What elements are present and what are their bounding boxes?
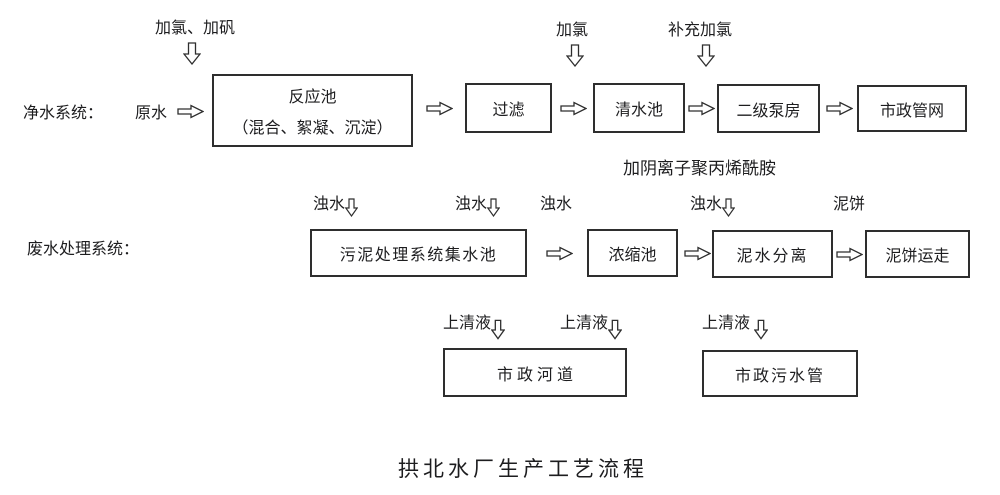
dosing-label-chlorine: 加氯 <box>556 22 589 39</box>
turbid-water-label: 浊水 <box>455 196 488 213</box>
sludge-collection-label: 污泥处理系统集水池 <box>339 247 498 264</box>
supernatant-label: 上清液 <box>443 315 492 332</box>
down-arrow-icon <box>183 42 201 65</box>
right-arrow-icon <box>688 101 715 116</box>
right-arrow-icon <box>836 247 863 262</box>
dosing-label-supplemental-chlorine: 补充加氯 <box>668 22 733 39</box>
municipal-river-box: 市 政 河 道 <box>443 348 627 397</box>
turbid-water-stream: 浊水 <box>540 196 572 214</box>
down-arrow-small-icon <box>491 319 506 340</box>
clearwell-box: 清水池 <box>593 83 685 133</box>
right-arrow-icon <box>177 104 204 119</box>
sludge-cake-label: 泥饼 <box>833 196 866 213</box>
clearwell-label: 清水池 <box>614 102 663 119</box>
supernatant-stream: 上清液 <box>443 315 506 340</box>
down-arrow-icon <box>697 44 715 67</box>
down-arrow-small-icon <box>487 198 501 217</box>
sludge-cake-stream: 泥饼 <box>833 196 865 214</box>
turbid-water-label: 浊水 <box>540 196 573 213</box>
down-arrow-small-icon <box>345 198 359 217</box>
municipal-network-label: 市政管网 <box>879 102 944 120</box>
reaction-tank-box: 反应池 （混合、絮凝、沉淀） <box>212 74 413 147</box>
turbid-water-stream: 浊水 <box>313 196 359 217</box>
turbid-water-label: 浊水 <box>313 196 346 213</box>
thickener-label: 浓缩池 <box>608 247 657 264</box>
right-arrow-icon <box>684 246 711 261</box>
cake-removal-label: 泥饼运走 <box>885 248 950 265</box>
pump-station-box: 二级泵房 <box>717 84 820 133</box>
reaction-tank-subtitle: （混合、絮凝、沉淀） <box>232 120 393 137</box>
right-arrow-icon <box>546 246 573 261</box>
supernatant-stream: 上清液 <box>702 315 769 340</box>
dosing-label-polyacrylamide: 加阴离子聚丙烯酰胺 <box>623 159 776 178</box>
dosing-label-chlorine-alum: 加氯、加矾 <box>155 20 236 37</box>
cake-removal-box: 泥饼运走 <box>865 230 970 278</box>
separation-box: 泥水分离 <box>712 230 833 278</box>
reaction-tank-title: 反应池 <box>288 89 337 106</box>
sludge-collection-box: 污泥处理系统集水池 <box>310 229 527 277</box>
turbid-water-stream: 浊水 <box>690 196 736 217</box>
right-arrow-icon <box>426 101 453 116</box>
clean-water-row-label: 净水系统： <box>23 105 104 122</box>
separation-label: 泥水分离 <box>736 248 809 265</box>
supernatant-label: 上清液 <box>702 315 751 332</box>
supernatant-stream: 上清液 <box>560 315 623 340</box>
turbid-water-label: 浊水 <box>690 196 723 213</box>
municipal-network-box: 市政管网 <box>857 85 967 132</box>
down-arrow-small-icon <box>722 198 736 217</box>
down-arrow-small-icon <box>754 319 769 340</box>
filter-box: 过滤 <box>465 83 552 133</box>
municipal-river-label: 市 政 河 道 <box>496 366 573 384</box>
turbid-water-stream: 浊水 <box>455 196 501 217</box>
municipal-sewer-label: 市政污水管 <box>734 367 825 385</box>
right-arrow-icon <box>826 101 853 116</box>
wastewater-row-label: 废水处理系统： <box>27 241 140 258</box>
filter-label: 过滤 <box>492 102 525 119</box>
thickener-box: 浓缩池 <box>587 229 678 277</box>
down-arrow-icon <box>566 44 584 67</box>
supernatant-label: 上清液 <box>560 315 609 332</box>
raw-water-label: 原水 <box>135 105 168 122</box>
right-arrow-icon <box>560 101 587 116</box>
pump-station-label: 二级泵房 <box>736 102 801 120</box>
municipal-sewer-box: 市政污水管 <box>702 350 858 397</box>
down-arrow-small-icon <box>608 319 623 340</box>
diagram-title: 拱北水厂生产工艺流程 <box>398 457 648 481</box>
